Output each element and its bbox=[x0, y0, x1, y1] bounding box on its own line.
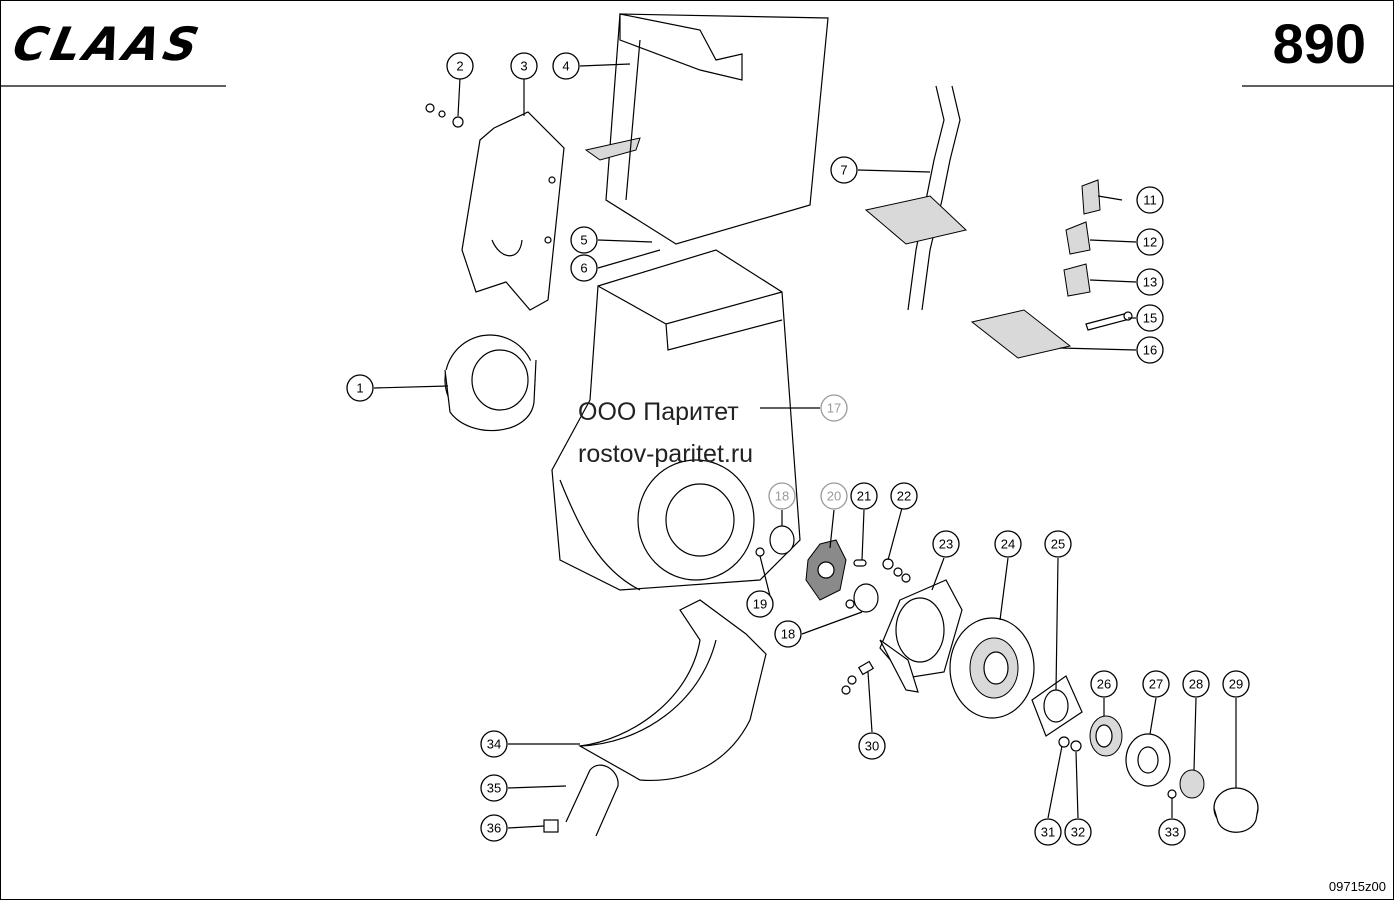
part-bearing-stack bbox=[1058, 715, 1259, 833]
callout-34: 34 bbox=[480, 730, 508, 758]
callout-27: 27 bbox=[1142, 670, 1170, 698]
svg-text:29: 29 bbox=[1229, 677, 1243, 692]
watermark-company: ООО Паритет bbox=[578, 398, 739, 426]
callout-18-lower: 18 bbox=[774, 620, 802, 648]
part-housing bbox=[551, 249, 801, 591]
part-scraper-16 bbox=[970, 309, 1133, 359]
svg-text:17: 17 bbox=[827, 401, 841, 416]
callout-3: 3 bbox=[510, 52, 538, 80]
callout-18-upper: 18 bbox=[768, 482, 796, 510]
callout-33: 33 bbox=[1158, 818, 1186, 846]
callout-28: 28 bbox=[1182, 670, 1210, 698]
callout-6: 6 bbox=[570, 254, 598, 282]
svg-text:31: 31 bbox=[1041, 825, 1055, 840]
callout-5: 5 bbox=[570, 226, 598, 254]
svg-text:25: 25 bbox=[1051, 537, 1065, 552]
svg-text:27: 27 bbox=[1149, 677, 1163, 692]
svg-text:6: 6 bbox=[580, 261, 587, 276]
callout-22: 22 bbox=[890, 482, 918, 510]
callout-17: 17 bbox=[820, 394, 848, 422]
callout-30: 30 bbox=[858, 732, 886, 760]
svg-text:12: 12 bbox=[1143, 235, 1157, 250]
callout-12: 12 bbox=[1136, 228, 1164, 256]
callout-35: 35 bbox=[480, 774, 508, 802]
svg-text:1: 1 bbox=[356, 381, 363, 396]
svg-text:34: 34 bbox=[487, 737, 501, 752]
callout-21: 21 bbox=[850, 482, 878, 510]
svg-text:32: 32 bbox=[1071, 825, 1085, 840]
callout-26: 26 bbox=[1090, 670, 1118, 698]
part-sprocket-group bbox=[755, 525, 911, 613]
callout-4: 4 bbox=[552, 52, 580, 80]
leader-lines bbox=[373, 63, 1237, 829]
callout-11: 11 bbox=[1136, 186, 1164, 214]
svg-text:19: 19 bbox=[753, 597, 767, 612]
callout-24: 24 bbox=[994, 530, 1022, 558]
svg-text:18: 18 bbox=[781, 627, 795, 642]
callout-15: 15 bbox=[1136, 304, 1164, 332]
svg-text:4: 4 bbox=[562, 59, 569, 74]
part-bolt-2 bbox=[425, 103, 464, 128]
svg-text:5: 5 bbox=[580, 233, 587, 248]
callout-31: 31 bbox=[1034, 818, 1062, 846]
svg-text:28: 28 bbox=[1189, 677, 1203, 692]
callout-23: 23 bbox=[932, 530, 960, 558]
drawing-code: 09715z00 bbox=[1328, 879, 1386, 894]
part-chain bbox=[864, 85, 968, 311]
callout-32: 32 bbox=[1064, 818, 1092, 846]
callout-29: 29 bbox=[1222, 670, 1250, 698]
part-cover-plate bbox=[461, 111, 565, 311]
svg-text:16: 16 bbox=[1143, 343, 1157, 358]
svg-text:36: 36 bbox=[487, 821, 501, 836]
svg-text:35: 35 bbox=[487, 781, 501, 796]
watermark-url: rostov-paritet.ru bbox=[578, 440, 754, 468]
svg-text:15: 15 bbox=[1143, 311, 1157, 326]
svg-text:23: 23 bbox=[939, 537, 953, 552]
callout-1: 1 bbox=[346, 374, 374, 402]
svg-text:2: 2 bbox=[456, 59, 463, 74]
part-bearing-housing bbox=[949, 617, 1035, 719]
callout-19: 19 bbox=[746, 590, 774, 618]
part-guard-shell bbox=[578, 599, 767, 782]
svg-text:3: 3 bbox=[520, 59, 527, 74]
svg-text:21: 21 bbox=[857, 489, 871, 504]
svg-text:11: 11 bbox=[1143, 193, 1157, 208]
callout-20: 20 bbox=[820, 482, 848, 510]
part-chute-sheet bbox=[584, 13, 829, 245]
page-number: 890 bbox=[1272, 12, 1366, 75]
callout-36: 36 bbox=[480, 814, 508, 842]
svg-text:13: 13 bbox=[1143, 275, 1157, 290]
part-chain-links bbox=[1063, 179, 1101, 297]
svg-text:22: 22 bbox=[897, 489, 911, 504]
callout-7: 7 bbox=[830, 156, 858, 184]
callout-25: 25 bbox=[1044, 530, 1072, 558]
svg-text:7: 7 bbox=[840, 163, 847, 178]
svg-text:26: 26 bbox=[1097, 677, 1111, 692]
svg-text:20: 20 bbox=[827, 489, 841, 504]
callout-13: 13 bbox=[1136, 268, 1164, 296]
svg-text:18: 18 bbox=[775, 489, 789, 504]
svg-text:24: 24 bbox=[1001, 537, 1015, 552]
svg-text:30: 30 bbox=[865, 739, 879, 754]
callout-2: 2 bbox=[446, 52, 474, 80]
part-u-bolt bbox=[543, 764, 619, 837]
part-bolts-30 bbox=[841, 660, 875, 695]
part-ring bbox=[444, 334, 537, 432]
callout-16: 16 bbox=[1136, 336, 1164, 364]
part-flange-bracket bbox=[879, 579, 963, 693]
svg-text:33: 33 bbox=[1165, 825, 1179, 840]
part-flange-plate bbox=[1031, 675, 1083, 737]
